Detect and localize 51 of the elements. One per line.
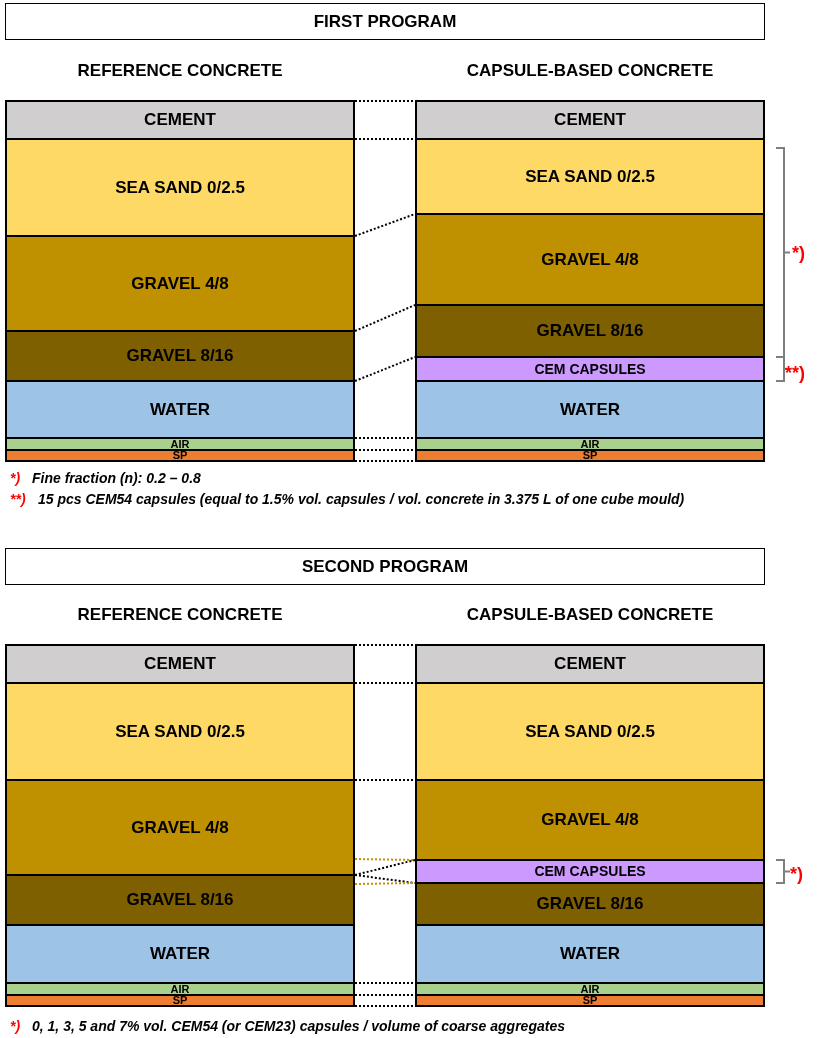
footnote-text: Fine fraction (n): 0.2 – 0.8 <box>32 469 202 488</box>
material-layer: SEA SAND 0/2.5 <box>5 682 355 781</box>
material-layer: GRAVEL 4/8 <box>5 235 355 332</box>
correspondence-line <box>354 994 416 996</box>
correspondence-line <box>354 874 416 884</box>
material-layer: SEA SAND 0/2.5 <box>415 138 765 215</box>
correspondence-line <box>354 449 416 451</box>
material-layer: SP <box>415 449 765 462</box>
material-layer: GRAVEL 4/8 <box>415 779 765 861</box>
material-layer: GRAVEL 8/16 <box>5 874 355 926</box>
material-layer: SP <box>415 994 765 1007</box>
material-layer: GRAVEL 8/16 <box>415 304 765 358</box>
material-layer: WATER <box>415 380 765 439</box>
column-heading: CAPSULE-BASED CONCRETE <box>465 604 715 626</box>
material-layer: CEMENT <box>5 644 355 684</box>
correspondence-line <box>354 100 416 102</box>
material-layer: GRAVEL 4/8 <box>5 779 355 876</box>
correspondence-line <box>354 213 416 237</box>
material-layer: CEM CAPSULES <box>415 356 765 382</box>
material-layer: CEMENT <box>415 100 765 140</box>
correspondence-line <box>354 644 416 646</box>
footnote-text: 0, 1, 3, 5 and 7% vol. CEM54 (or CEM23) capsules / volume of coarse aggregates <box>32 1017 566 1036</box>
column-heading: REFERENCE CONCRETE <box>76 60 284 82</box>
footnote-mark: *) <box>10 469 22 488</box>
correspondence-line <box>354 1005 416 1007</box>
footnote-mark: *) <box>10 1017 22 1036</box>
program-title-box: SECOND PROGRAM <box>5 548 765 585</box>
footnote-mark: *) <box>792 242 806 265</box>
column-heading: REFERENCE CONCRETE <box>76 604 284 626</box>
material-layer: GRAVEL 8/16 <box>415 882 765 926</box>
material-layer: CEMENT <box>5 100 355 140</box>
column-heading: CAPSULE-BASED CONCRETE <box>465 60 715 82</box>
program-title-box: FIRST PROGRAM <box>5 3 765 40</box>
material-layer: WATER <box>415 924 765 984</box>
material-layer: SP <box>5 449 355 462</box>
material-layer: SP <box>5 994 355 1007</box>
material-layer: SEA SAND 0/2.5 <box>415 682 765 781</box>
material-layer: WATER <box>5 924 355 984</box>
material-layer: SEA SAND 0/2.5 <box>5 138 355 237</box>
correspondence-line <box>354 304 416 332</box>
correspondence-line <box>354 356 416 382</box>
footnote-mark: *) <box>790 863 804 886</box>
footnote-mark: **) <box>10 490 27 509</box>
material-layer: WATER <box>5 380 355 439</box>
material-layer: GRAVEL 8/16 <box>5 330 355 382</box>
material-layer: CEMENT <box>415 644 765 684</box>
material-layer: CEM CAPSULES <box>415 859 765 884</box>
footnote-text: 15 pcs CEM54 capsules (equal to 1.5% vol. capsules / vol. concrete in 3.375 L of one cube mould) <box>38 490 686 509</box>
footnote-mark: **) <box>785 362 806 385</box>
correspondence-line <box>354 460 416 462</box>
material-layer: GRAVEL 4/8 <box>415 213 765 306</box>
